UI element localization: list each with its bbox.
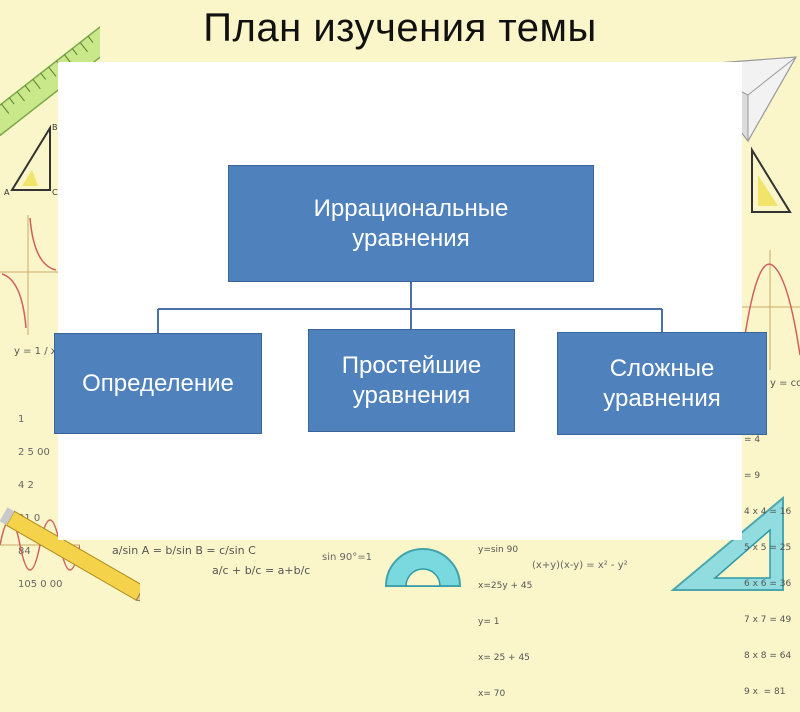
right-triangle-icon: B C A bbox=[4, 123, 58, 197]
mult-row: = 4 bbox=[744, 435, 761, 445]
title-band bbox=[0, 0, 800, 62]
division-digit-line: 4 2 bbox=[18, 480, 34, 491]
fraction-sum-formula: a/c + b/c = a+b/c bbox=[212, 564, 311, 577]
node-label-line: уравнения bbox=[603, 384, 721, 412]
triangle-label-c: C bbox=[52, 188, 58, 197]
division-digit-line: 84 bbox=[18, 546, 31, 557]
cosine-label: y = co bbox=[770, 378, 800, 389]
triangle-label-b: B bbox=[52, 123, 58, 132]
division-digit-line: 2 5 00 bbox=[18, 447, 50, 458]
equation-line: y= 1 bbox=[478, 617, 500, 627]
node-irrational-equations: Иррациональные уравнения bbox=[228, 165, 594, 282]
mult-row: 6 x 6 = 36 bbox=[744, 579, 792, 589]
equation-line: x= 25 + 45 bbox=[478, 653, 530, 663]
difference-of-squares: (x+y)(x-y) = x² - y² bbox=[532, 560, 628, 571]
mult-row: = 9 bbox=[744, 471, 761, 481]
mult-row: 8 x 8 = 64 bbox=[744, 651, 792, 661]
mult-row: 7 x 7 = 49 bbox=[744, 615, 792, 625]
node-label-line: Сложные bbox=[609, 354, 715, 382]
mult-row: 5 x 5 = 25 bbox=[744, 543, 792, 553]
pencil-icon bbox=[0, 507, 140, 604]
hierarchy-connectors bbox=[157, 282, 663, 333]
cosine-graph-icon bbox=[742, 250, 800, 370]
set-square-icon bbox=[670, 495, 784, 591]
division-digit-line: 1 bbox=[18, 414, 25, 425]
law-of-sines-formula: a/sin A = b/sin B = c/sin C bbox=[112, 544, 256, 557]
node-complex-equations: Сложные уравнения bbox=[557, 332, 767, 435]
mult-row: 4 x 4 = 16 bbox=[744, 507, 792, 517]
triangle-label-a: A bbox=[4, 188, 10, 197]
node-label-line: уравнения bbox=[352, 224, 470, 252]
ruler-icon bbox=[0, 22, 100, 137]
sin-identity-label: sin 90°=1 bbox=[322, 552, 372, 563]
content-panel bbox=[58, 62, 742, 540]
equation-line: x=25y + 45 bbox=[478, 581, 533, 591]
right-triangle-icon bbox=[751, 146, 792, 213]
slide-title: План изучения темы bbox=[203, 6, 597, 50]
division-digit-line: 105 0 00 bbox=[18, 579, 63, 590]
node-label-line: уравнения bbox=[352, 381, 471, 409]
node-label-line: Простейшие bbox=[341, 351, 482, 379]
node-label-line: Определение bbox=[82, 369, 234, 397]
node-simplest-equations: Простейшие уравнения bbox=[308, 329, 515, 432]
hyperbola-graph-icon bbox=[0, 215, 58, 335]
node-label-line: Иррациональные bbox=[313, 194, 509, 222]
equation-line: y=sin 90 bbox=[478, 545, 519, 555]
mult-row: 9 x = 81 bbox=[744, 687, 786, 697]
equation-line: x= 70 bbox=[478, 689, 506, 699]
node-definition: Определение bbox=[54, 333, 262, 434]
hyperbola-label: y = 1 / x bbox=[14, 346, 57, 357]
protractor-icon bbox=[384, 548, 462, 587]
